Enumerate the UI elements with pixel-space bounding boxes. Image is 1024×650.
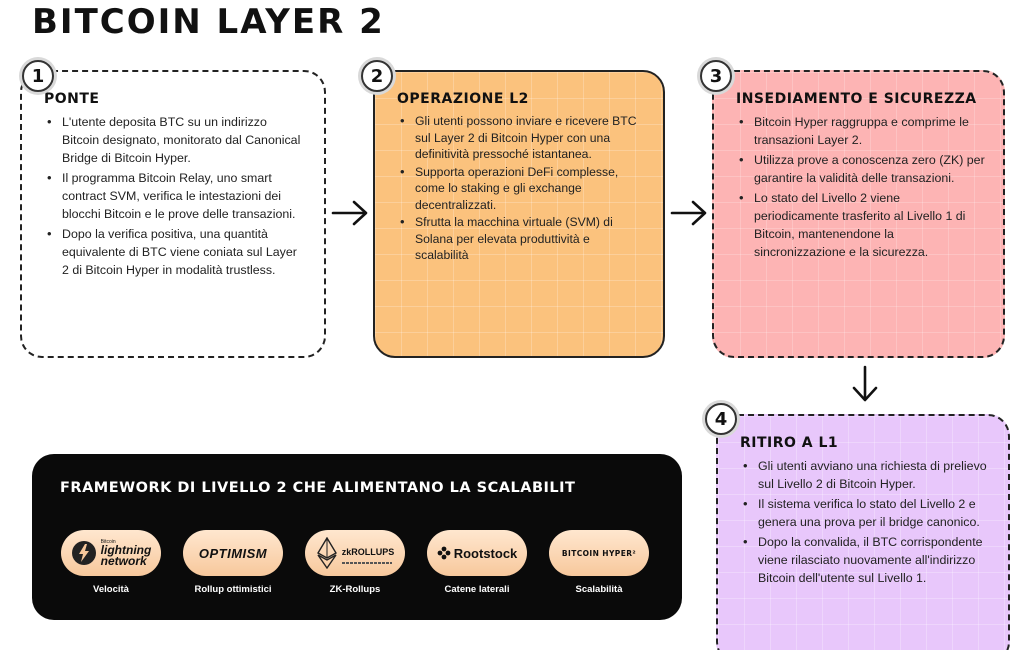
rootstock-flower-icon: [437, 546, 451, 560]
framework-item-rootstock: Rootstock Catene laterali: [426, 530, 528, 595]
page-title: BITCOIN LAYER 2: [32, 2, 385, 42]
step-number-badge: 2: [361, 60, 393, 92]
logo-underline: [341, 562, 392, 564]
framework-item-lightning: Bitcoin lightning network Velocità: [60, 530, 162, 595]
bullet-item: Dopo la convalida, il BTC corrispondente…: [740, 533, 990, 587]
logo-text: Rootstock: [453, 545, 518, 561]
bullet-item: Sfrutta la macchina virtuale (SVM) di So…: [397, 214, 645, 264]
bullet-item: Il sistema verifica lo stato del Livello…: [740, 495, 990, 531]
bullet-item: Gli utenti possono inviare e ricevere BT…: [397, 113, 645, 163]
bullet-item: Lo stato del Livello 2 viene periodicame…: [736, 189, 985, 261]
step-number-badge: 3: [700, 60, 732, 92]
framework-caption: Catene laterali: [444, 584, 510, 595]
step-card-insediamento: INSEDIAMENTO E SICUREZZA Bitcoin Hyper r…: [712, 70, 1005, 358]
framework-caption: Velocità: [93, 584, 129, 595]
ethereum-diamond-icon: [316, 537, 337, 569]
framework-item-optimism: OPTIMISM Rollup ottimistici: [182, 530, 284, 595]
arrow-right-icon: [670, 200, 707, 226]
logo-text: OPTIMISM: [198, 545, 268, 561]
logo-text: zkROLLUPS: [341, 547, 395, 557]
framework-caption: Scalabilità: [575, 584, 623, 595]
bullet-item: Gli utenti avviano una richiesta di prel…: [740, 457, 990, 493]
bullet-item: Utilizza prove a conoscenza zero (ZK) pe…: [736, 151, 985, 187]
step-bullets: L'utente deposita BTC su un indirizzo Bi…: [44, 113, 306, 279]
step-heading: INSEDIAMENTO E SICUREZZA: [736, 91, 977, 107]
arrow-down-icon: [852, 365, 878, 402]
framework-item-bitcoin-hyper: BITCOIN HYPER² Scalabilità: [548, 530, 650, 595]
framework-title: FRAMEWORK DI LIVELLO 2 CHE ALIMENTANO LA…: [60, 480, 576, 496]
zkrollups-logo: zkROLLUPS: [305, 530, 405, 576]
step-bullets: Gli utenti avviano una richiesta di prel…: [740, 457, 990, 587]
bullet-item: L'utente deposita BTC su un indirizzo Bi…: [44, 113, 306, 167]
step-card-ponte: PONTE L'utente deposita BTC su un indiri…: [20, 70, 326, 358]
framework-panel: FRAMEWORK DI LIVELLO 2 CHE ALIMENTANO LA…: [32, 454, 682, 620]
step-heading: RITIRO A L1: [740, 435, 839, 451]
step-heading: PONTE: [44, 91, 100, 107]
bullet-item: Bitcoin Hyper raggruppa e comprime le tr…: [736, 113, 985, 149]
arrow-right-icon: [331, 200, 368, 226]
step-bullets: Bitcoin Hyper raggruppa e comprime le tr…: [736, 113, 985, 261]
step-card-operazione: OPERAZIONE L2 Gli utenti possono inviare…: [373, 70, 665, 358]
logo-small-text: Bitcoin: [100, 539, 116, 545]
framework-caption: Rollup ottimistici: [194, 584, 272, 595]
lightning-network-logo: Bitcoin lightning network: [61, 530, 161, 576]
framework-item-zkrollups: zkROLLUPS ZK-Rollups: [304, 530, 406, 595]
logo-text: network: [100, 554, 147, 568]
step-card-ritiro: RITIRO A L1 Gli utenti avviano una richi…: [716, 414, 1010, 650]
bitcoin-hyper-logo: BITCOIN HYPER²: [549, 530, 649, 576]
bullet-item: Dopo la verifica positiva, una quantità …: [44, 225, 306, 279]
framework-caption: ZK-Rollups: [329, 584, 381, 595]
logo-text: BITCOIN HYPER²: [561, 548, 637, 558]
logo-text: lightning: [100, 543, 152, 557]
framework-logos: Bitcoin lightning network Velocità OPTIM…: [60, 530, 650, 595]
step-number-badge: 1: [22, 60, 54, 92]
step-number-badge: 4: [705, 403, 737, 435]
lightning-bolt-icon: [71, 541, 96, 565]
bullet-item: Supporta operazioni DeFi complesse, come…: [397, 164, 645, 214]
rootstock-logo: Rootstock: [427, 530, 527, 576]
step-heading: OPERAZIONE L2: [397, 91, 529, 107]
optimism-logo: OPTIMISM: [183, 530, 283, 576]
step-bullets: Gli utenti possono inviare e ricevere BT…: [397, 113, 645, 264]
bullet-item: Il programma Bitcoin Relay, uno smart co…: [44, 169, 306, 223]
